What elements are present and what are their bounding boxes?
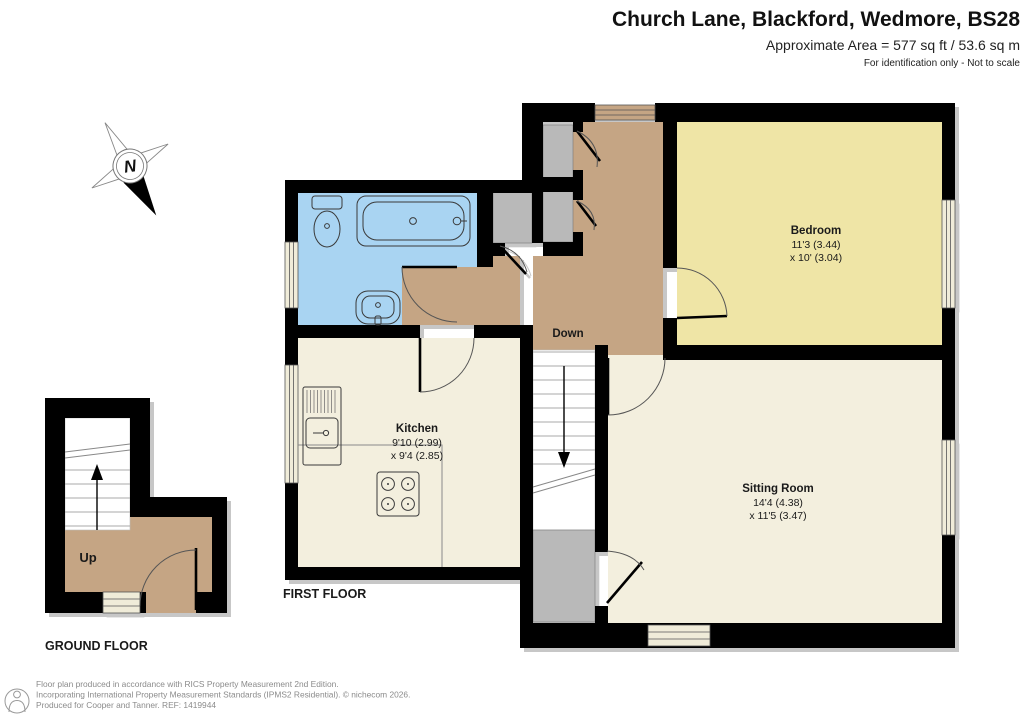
window-kitchen [284,364,299,484]
cupboard-left-door [499,245,527,275]
first-floor-label: FIRST FLOOR [283,587,366,601]
window-bedroom [941,199,956,309]
first-floor-room-labels: Bedroom 11'3 (3.44) x 10' (3.04) Kitchen… [391,225,842,522]
window-sitting-bottom [647,624,711,647]
footer-line-3: Produced for Cooper and Tanner. REF: 141… [36,700,216,710]
cupboard-middle-left [492,189,533,244]
window-bathroom [284,241,299,309]
cupboard-top-door [575,130,602,162]
entrance-steps [102,591,141,614]
kitchen-sink-unit [302,386,342,466]
identification-note: For identification only - Not to scale [864,58,1021,69]
toilet-cistern [311,195,343,210]
kitchen-counter [298,444,443,567]
bathroom-fixtures [311,195,471,326]
footer: Floor plan produced in accordance with R… [4,679,410,714]
kitchen-fixtures [298,386,443,567]
kitchen-label: Kitchen [396,423,438,435]
window-top-landing [594,104,656,121]
approximate-area: Approximate Area = 577 sq ft / 53.6 sq m [766,37,1020,53]
cupboard-right-door [575,200,598,227]
compass-rose: N [91,122,169,216]
down-label: Down [552,328,583,340]
cupboard-middle-right [542,189,574,243]
ground-floor-door [139,548,198,610]
stairs-up [64,443,131,530]
kitchen-dim1: 9'10 (2.99) [392,437,442,449]
sink [355,290,401,325]
kitchen-floor [298,338,520,567]
bedroom-door [676,314,728,320]
toilet-bowl [313,210,341,248]
sitting-room-label: Sitting Room [742,483,814,495]
sitting-room-dim2: x 11'5 (3.47) [749,510,806,522]
closet-door [606,561,643,604]
landing-strip [608,345,667,357]
sink-tap [374,315,382,326]
cupboard-top [542,124,574,181]
first-floor-plan: Bedroom 11'3 (3.44) x 10' (3.04) Kitchen… [284,103,956,648]
footer-line-1: Floor plan produced in accordance with R… [36,679,339,689]
bedroom-floor [677,122,942,345]
up-label: Up [79,550,96,565]
window-sitting-right [941,439,956,536]
bedroom-dim2: x 10' (3.04) [790,252,842,264]
bathroom-floor [298,193,477,325]
ground-floor-walls [45,398,227,613]
ground-floor-plan: Up [45,398,227,614]
ground-floor-label: GROUND FLOOR [45,639,148,653]
stairs-down [532,351,596,494]
bedroom-dim1: 11'3 (3.44) [791,239,840,251]
first-floor-windows [284,104,956,647]
bedroom-label: Bedroom [791,225,841,237]
page-title: Church Lane, Blackford, Wedmore, BS28 [612,8,1020,31]
landing-stalk [573,122,663,352]
sitting-room-floor [608,355,942,623]
hob [376,471,420,517]
compass-circle-outer [112,148,148,184]
person-icon [4,688,30,714]
sitting-room-dim1: 14'4 (4.38) [753,497,803,509]
kitchen-dim2: x 9'4 (2.85) [391,450,443,462]
entrance-threshold [146,592,196,613]
compass-north-label: N [123,156,139,177]
bath-tap [452,216,462,226]
bathtub [356,195,471,247]
closet-under-stairs [532,529,596,623]
footer-line-2: Incorporating International Property Mea… [36,690,410,700]
compass-circle-inner [116,152,144,180]
landing-nook [402,267,477,325]
landing-band-left [477,256,520,338]
first-floor-doors [401,130,728,604]
